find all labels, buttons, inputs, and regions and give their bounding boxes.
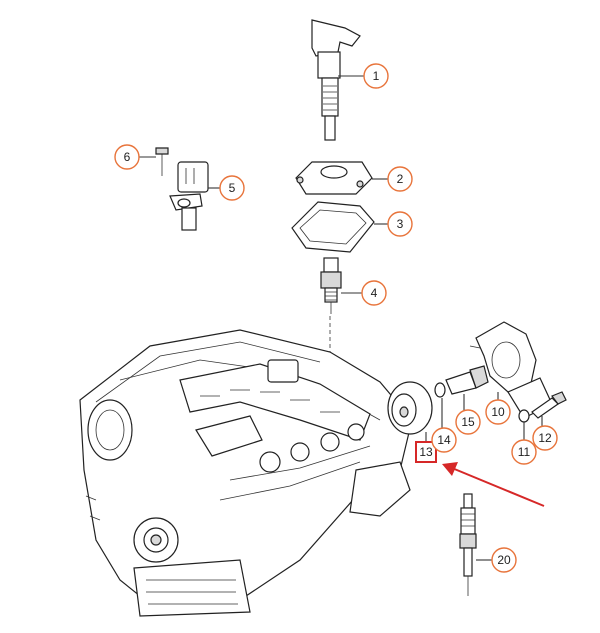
gasket bbox=[291, 201, 388, 253]
callout-1-label: 1 bbox=[373, 69, 380, 83]
sensor-assembly bbox=[138, 147, 220, 231]
highlight-box bbox=[415, 441, 437, 463]
callout-3: 3 bbox=[387, 211, 413, 237]
callout-10: 10 bbox=[485, 399, 511, 425]
callout-12-label: 12 bbox=[538, 431, 552, 445]
callout-4-label: 4 bbox=[371, 286, 378, 300]
spark-plug bbox=[320, 257, 362, 372]
engine-block bbox=[79, 329, 413, 617]
callout-11-label: 11 bbox=[518, 445, 531, 459]
callout-20-label: 20 bbox=[497, 553, 511, 567]
callout-2-label: 2 bbox=[397, 172, 404, 186]
callout-6: 6 bbox=[114, 144, 140, 170]
highlight-arrow bbox=[442, 462, 545, 507]
callout-10-label: 10 bbox=[491, 405, 505, 419]
callout-5-label: 5 bbox=[229, 181, 236, 195]
glow-plug bbox=[459, 493, 492, 596]
callout-14-label: 14 bbox=[437, 433, 451, 447]
bolt-15 bbox=[445, 365, 489, 410]
callout-12: 12 bbox=[532, 425, 558, 451]
callout-15: 15 bbox=[455, 409, 481, 435]
callout-20: 20 bbox=[491, 547, 517, 573]
coil-retainer bbox=[295, 161, 388, 195]
callout-1: 1 bbox=[363, 63, 389, 89]
ignition-coil bbox=[311, 19, 364, 141]
small-washer bbox=[434, 382, 446, 428]
callout-13-label: 13 bbox=[419, 445, 433, 459]
callout-2: 2 bbox=[387, 166, 413, 192]
callout-4: 4 bbox=[361, 280, 387, 306]
callout-15-label: 15 bbox=[461, 415, 475, 429]
washer-and-bolt bbox=[518, 391, 567, 440]
callout-5: 5 bbox=[219, 175, 245, 201]
callout-6-label: 6 bbox=[124, 150, 131, 164]
callout-14: 14 bbox=[431, 427, 457, 453]
callout-3-label: 3 bbox=[397, 217, 404, 231]
pulley-tensioner bbox=[387, 381, 433, 442]
callout-11: 11 bbox=[511, 439, 537, 465]
callout-13: 13 bbox=[415, 441, 437, 463]
